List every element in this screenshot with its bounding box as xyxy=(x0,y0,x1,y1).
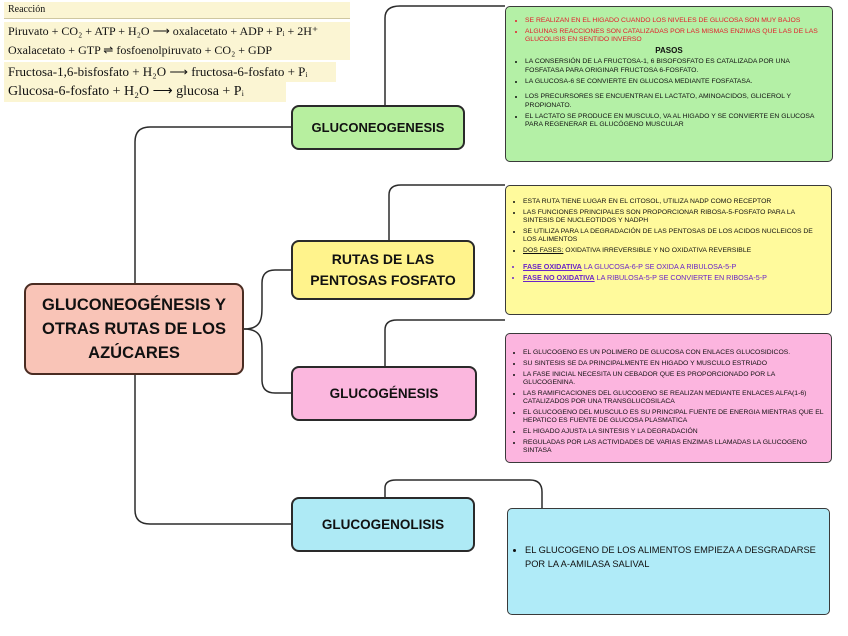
fase-no-oxidativa-item: FASE NO OXIDATIVA LA RIBULOSA-5-P SE CON… xyxy=(523,272,825,282)
note-item: SU SINTESIS SE DA PRINCIPALMENTE EN HIGA… xyxy=(523,360,825,368)
fase-oxidativa-label: FASE OXIDATIVA xyxy=(523,262,582,271)
note-item: ESTA RUTA TIENE LUGAR EN EL CITOSOL, UTI… xyxy=(523,198,825,206)
note-item: EL GLUCOGENO ES UN POLIMERO DE GLUCOSA C… xyxy=(523,349,825,357)
central-line-1: GLUCONEOGÉNESIS Y xyxy=(42,296,226,314)
note-item: LAS FUNCIONES PRINCIPALES SON PROPORCION… xyxy=(523,209,825,226)
note-item-dos-fases: DOS FASES: OXIDATIVA IRREVERSIBLE Y NO O… xyxy=(523,247,825,255)
pasos-title: PASOS xyxy=(655,46,683,55)
central-line-2: OTRAS RUTAS DE LOS xyxy=(42,320,226,338)
topic-glucogenolisis[interactable]: GLUCOGENOLISIS xyxy=(291,497,475,552)
reaction-header: Reacción xyxy=(4,2,350,19)
note-item: EL GLUCOGENO DE LOS ALIMENTOS EMPIEZA A … xyxy=(525,543,823,571)
central-node[interactable]: GLUCONEOGÉNESIS Y OTRAS RUTAS DE LOS AZÚ… xyxy=(24,283,244,375)
note-pentosas-fosfato: ESTA RUTA TIENE LUGAR EN EL CITOSOL, UTI… xyxy=(505,185,832,315)
note-item: REGULADAS POR LAS ACTIVIDADES DE VARIAS … xyxy=(523,439,825,456)
topic-pentosas-fosfato[interactable]: RUTAS DE LAS PENTOSAS FOSFATO xyxy=(291,240,475,300)
fase-no-oxidativa-text: LA RIBULOSA-5-P SE CONVIERTE EN RIBOSA-5… xyxy=(594,272,767,282)
reaction-oxalacetato: Oxalacetato + GTP ⇌ fosfoenolpiruvato + … xyxy=(4,41,350,60)
note-item: EL GLUCOGENO DEL MUSCULO ES SU PRINCIPAL… xyxy=(523,409,825,426)
note-item: ALGUNAS REACCIONES SON CATALIZADAS POR L… xyxy=(525,28,826,45)
reaction-fructosa: Fructosa-1,6-bisfosfato + H₂O ⟶ fructosa… xyxy=(4,62,336,82)
note-glucogenolisis: EL GLUCOGENO DE LOS ALIMENTOS EMPIEZA A … xyxy=(507,508,830,615)
note-item: LA FASE INICIAL NECESITA UN CEBADOR QUE … xyxy=(523,371,825,388)
dos-fases-label: DOS FASES: xyxy=(523,247,564,255)
note-item: LA CONSERSIÓN DE LA FRUCTOSA-1, 6 BISOFO… xyxy=(525,58,826,75)
central-line-3: AZÚCARES xyxy=(88,344,180,362)
dos-fases-text: OXIDATIVA IRREVERSIBLE Y NO OXIDATIVA RE… xyxy=(563,247,752,255)
topic-gluconeogenesis[interactable]: GLUCONEOGENESIS xyxy=(291,105,465,150)
topic-pentosas-line-1: RUTAS DE LAS xyxy=(331,251,435,267)
topic-glucogenesis[interactable]: GLUCOGÉNESIS xyxy=(291,366,477,421)
reaction-piruvato: Piruvato + CO₂ + ATP + H₂O ⟶ oxalacetato… xyxy=(4,22,350,41)
fase-oxidativa-item: FASE OXIDATIVA LA GLUCOSA-6-P SE OXIDA A… xyxy=(523,262,825,271)
note-item: EL LACTATO SE PRODUCE EN MUSCULO, VA AL … xyxy=(525,113,826,130)
note-item: LOS PRECURSORES SE ENCUENTRAN EL LACTATO… xyxy=(525,93,826,110)
reaction-glucosa: Glucosa-6-fosfato + H₂O ⟶ glucosa + Pᵢ xyxy=(4,82,286,102)
fase-no-oxidativa-label: FASE NO OXIDATIVA xyxy=(523,272,595,282)
topic-gluconeogenesis-label: GLUCONEOGENESIS xyxy=(311,120,445,135)
note-item: LA GLUCOSA-6 SE CONVIERTE EN GLUCOSA MED… xyxy=(525,78,826,86)
topic-glucogenolisis-label: GLUCOGENOLISIS xyxy=(321,517,445,532)
note-item: SE UTILIZA PARA LA DEGRADACIÓN DE LAS PE… xyxy=(523,228,825,245)
note-glucogenesis: EL GLUCOGENO ES UN POLIMERO DE GLUCOSA C… xyxy=(505,333,832,463)
fase-oxidativa-text: LA GLUCOSA-6-P SE OXIDA A RIBULOSA-5-P xyxy=(581,262,737,271)
note-gluconeogenesis: SE REALIZAN EN EL HIGADO CUANDO LOS NIVE… xyxy=(505,6,833,162)
topic-pentosas-line-2: PENTOSAS FOSFATO xyxy=(310,272,456,288)
note-item: LAS RAMIFICACIONES DEL GLUCOGENO SE REAL… xyxy=(523,390,825,407)
note-item: SE REALIZAN EN EL HIGADO CUANDO LOS NIVE… xyxy=(525,17,826,25)
topic-glucogenesis-label: GLUCOGÉNESIS xyxy=(329,386,439,401)
note-item: EL HIGADO AJUSTA LA SINTESIS Y LA DEGRAD… xyxy=(523,428,825,436)
